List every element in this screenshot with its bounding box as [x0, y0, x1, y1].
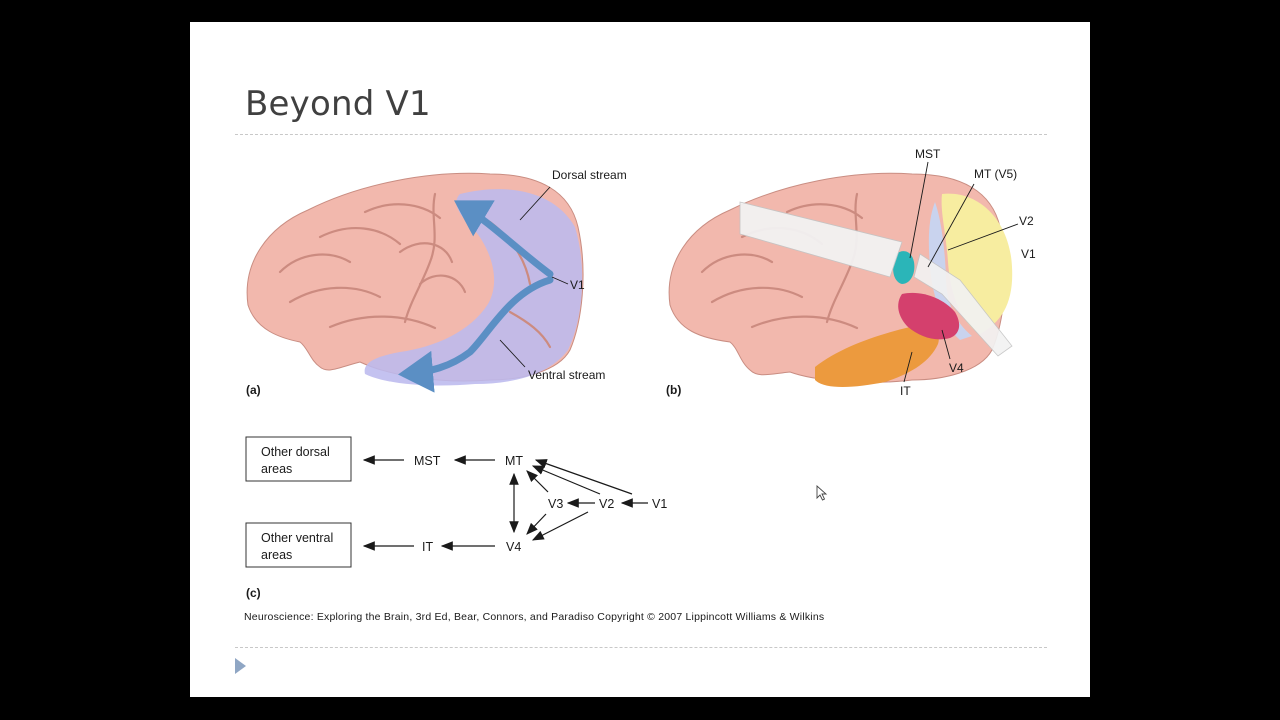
- mt-label-b: MT (V5): [974, 167, 1017, 181]
- ventral-stream-label: Ventral stream: [528, 368, 605, 382]
- brain-a-gyri: [278, 192, 552, 349]
- it-label-b: IT: [900, 384, 911, 398]
- node-mt: MT: [505, 454, 523, 468]
- slide-title: Beyond V1: [245, 84, 431, 124]
- flowchart-arrows: [362, 455, 648, 551]
- node-it: IT: [422, 540, 433, 554]
- brain-a-visual-region: [364, 189, 583, 386]
- box-other-ventral: [245, 522, 352, 568]
- v2-label-b: V2: [1019, 214, 1034, 228]
- panel-b-label: (b): [666, 383, 681, 397]
- dorsal-stream-label: Dorsal stream: [552, 168, 627, 182]
- title-divider: [235, 134, 1047, 135]
- slide: Beyond V1: [190, 22, 1090, 697]
- node-mst: MST: [414, 454, 441, 468]
- box-ventral-line1: Other ventral: [261, 531, 333, 545]
- v1-label-b: V1: [1021, 247, 1036, 261]
- it-region: [815, 325, 939, 387]
- box-dorsal-line2: areas: [261, 462, 292, 476]
- box-dorsal-line1: Other dorsal: [261, 445, 330, 459]
- v4-label-b: V4: [949, 361, 964, 375]
- box-other-dorsal: [245, 436, 352, 482]
- v1-label-a: V1: [570, 278, 585, 292]
- cut-band-lower: [913, 253, 1013, 357]
- box-ventral-line2: areas: [261, 548, 292, 562]
- mouse-cursor-icon: [816, 485, 828, 501]
- panel-b-brain: [668, 161, 1019, 387]
- panel-c-flowchart: [245, 436, 648, 568]
- ventral-stream-arrow: [398, 276, 554, 393]
- panel-c-label: (c): [246, 586, 261, 600]
- node-v1: V1: [652, 497, 667, 511]
- mst-label-b: MST: [915, 147, 941, 161]
- visual-pathways-figure: Dorsal stream V1 Ventral stream (a): [245, 147, 1036, 600]
- play-triangle-icon[interactable]: [235, 658, 246, 674]
- panel-a-brain: [246, 172, 584, 393]
- node-v3: V3: [548, 497, 563, 511]
- v4-region: [898, 292, 960, 340]
- node-v4: V4: [506, 540, 521, 554]
- node-v2: V2: [599, 497, 614, 511]
- dorsal-stream-arrow: [453, 200, 554, 278]
- footer-divider: [235, 647, 1047, 648]
- panel-a-label: (a): [246, 383, 261, 397]
- cut-band-upper: [739, 201, 903, 278]
- mt-region: [893, 251, 915, 284]
- figure-credit: Neuroscience: Exploring the Brain, 3rd E…: [244, 611, 825, 623]
